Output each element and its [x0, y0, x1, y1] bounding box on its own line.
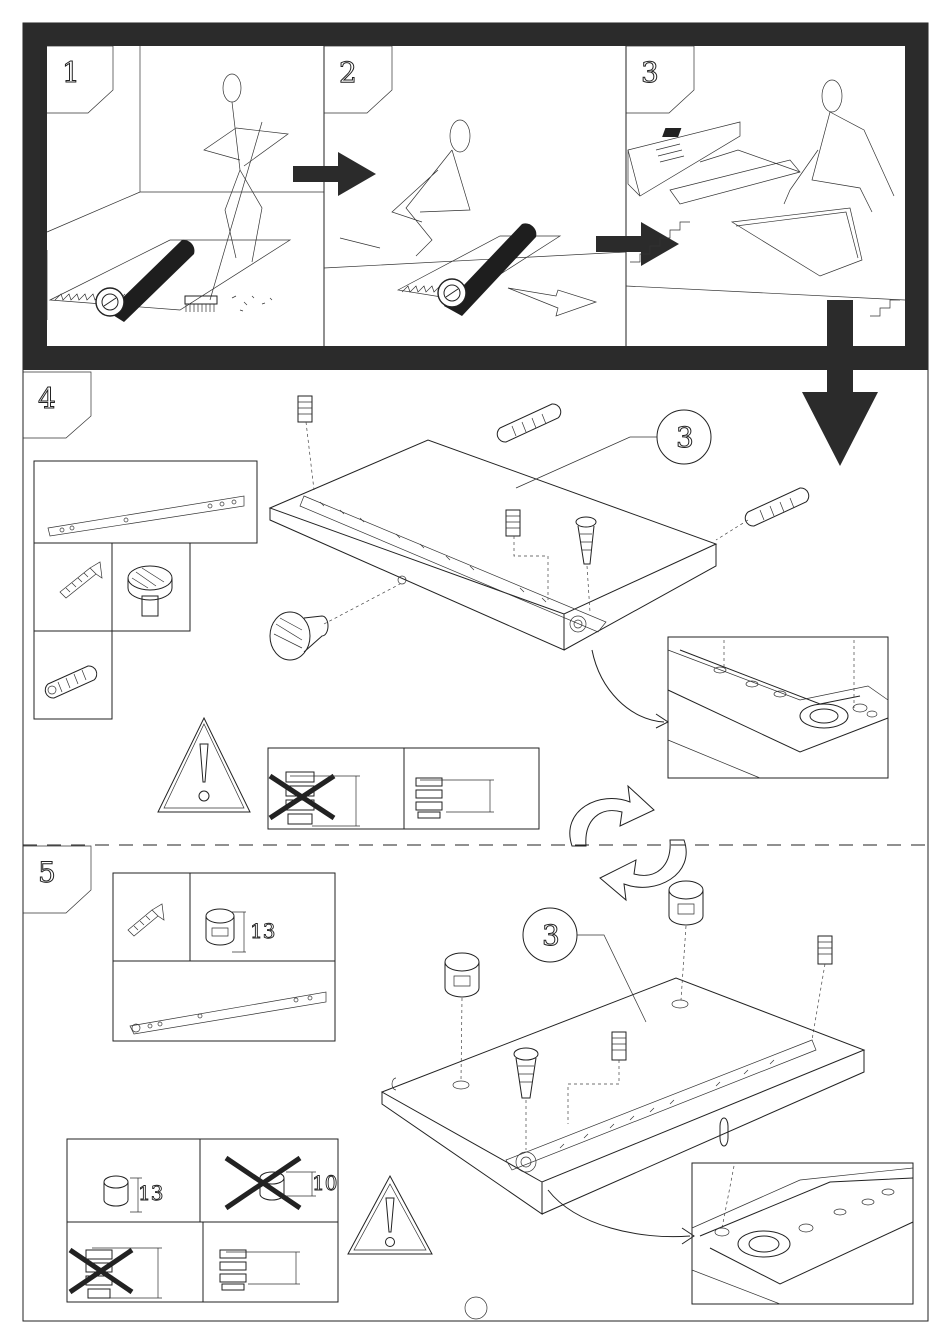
wrong-cam-example — [226, 1158, 316, 1208]
correct-depth-example — [220, 1250, 300, 1290]
cam-orientation-guide-step-5: 13 10 — [67, 1139, 338, 1302]
screw-icon — [514, 1048, 538, 1150]
correct-depth-example — [416, 778, 494, 818]
part-callout-number: 3 — [542, 919, 560, 952]
screw-icon — [60, 562, 102, 598]
cam-bolt-icon — [812, 936, 832, 1040]
parts-list-step-4 — [34, 461, 257, 719]
wooden-dowel-icon — [45, 666, 96, 698]
parts-list-step-5: 13 — [113, 873, 335, 1041]
wooden-dowel-icon — [716, 488, 809, 540]
preparation-panel: 1 2 — [23, 23, 928, 370]
page-border — [23, 23, 928, 1321]
step-4: 4 — [23, 372, 888, 829]
bolt-depth-guide-step-4 — [268, 748, 539, 829]
drawer-runner-icon — [130, 992, 326, 1034]
step-number-1: 1 — [62, 56, 80, 89]
warning-icon — [348, 1176, 432, 1254]
rotate-icon — [570, 786, 686, 900]
correct-cam-example — [104, 1176, 142, 1212]
side-panel-step-5: 3 — [382, 881, 864, 1244]
cam-lock-icon — [206, 909, 246, 952]
step-3-unpack-parts: 3 — [626, 46, 905, 316]
wrong-depth-example — [70, 1248, 162, 1298]
cam-lock-icon — [270, 584, 400, 660]
arrow-right-icon — [596, 222, 679, 266]
side-panel-step-4: 3 — [270, 396, 809, 728]
cam-bolt-icon — [298, 396, 314, 490]
part-callout-number: 3 — [676, 421, 694, 454]
step-number-2: 2 — [339, 56, 357, 89]
cam-depth-dimension: 13 — [250, 919, 275, 943]
cam-bolt-icon — [568, 1032, 626, 1124]
screw-icon — [576, 517, 596, 612]
cam-lock-icon — [128, 566, 172, 616]
warning-icon — [158, 718, 250, 812]
cam-wrong-dimension: 10 — [312, 1171, 337, 1195]
arrow-down-icon — [802, 300, 878, 466]
cam-depth-dimension: 13 — [138, 1181, 163, 1205]
page-marker — [465, 1297, 487, 1319]
step-number-5: 5 — [38, 856, 56, 889]
detail-inset-step-4 — [668, 637, 888, 778]
step-number-3: 3 — [641, 56, 659, 89]
step-5: 5 13 — [23, 846, 913, 1319]
screw-icon — [128, 904, 164, 936]
wrong-depth-example — [270, 772, 360, 826]
arrow-right-icon — [293, 152, 376, 196]
wooden-dowel-icon — [497, 404, 560, 442]
drawer-runner-icon — [48, 496, 244, 536]
step-number-4: 4 — [38, 382, 56, 415]
step-2-unroll-mat: 2 — [324, 46, 626, 316]
cam-bolt-icon — [506, 510, 548, 600]
step-1-clean-floor: 1 — [47, 46, 324, 322]
detail-inset-step-5 — [692, 1163, 913, 1304]
